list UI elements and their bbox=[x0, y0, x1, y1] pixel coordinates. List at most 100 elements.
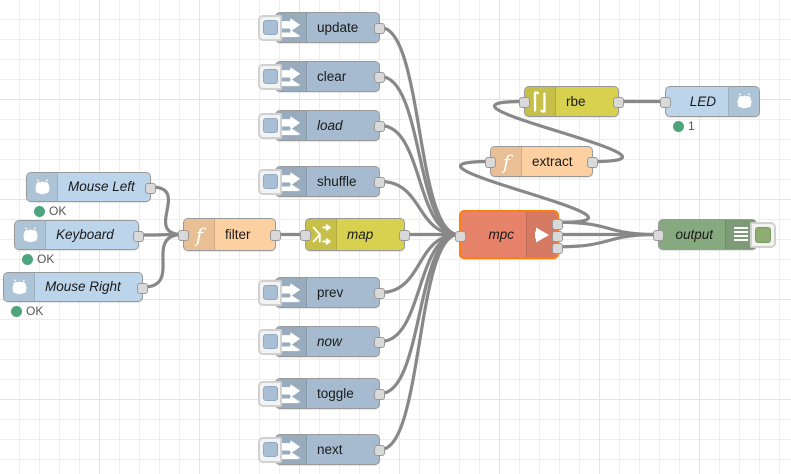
node-next[interactable]: next bbox=[258, 434, 385, 465]
node-body-rbe: rbe bbox=[556, 87, 618, 116]
input-port-extract[interactable] bbox=[485, 157, 496, 168]
node-shuffle[interactable]: shuffle bbox=[258, 166, 385, 197]
node-label-output: output bbox=[675, 226, 713, 242]
node-label-clear: clear bbox=[317, 68, 347, 84]
node-now[interactable]: now bbox=[258, 326, 385, 357]
svg-text:f: f bbox=[500, 151, 513, 173]
node-body-now: now bbox=[307, 327, 379, 356]
output-port-toggle-0[interactable] bbox=[374, 389, 385, 400]
output-port-clear-0[interactable] bbox=[374, 72, 385, 83]
node-body-prev: prev bbox=[307, 278, 379, 307]
node-load[interactable]: load bbox=[258, 110, 385, 141]
function-f-icon: f bbox=[184, 219, 215, 250]
node-update[interactable]: update bbox=[258, 12, 385, 43]
raspberry-pi-icon bbox=[4, 273, 35, 301]
wire-mpc-to-output bbox=[557, 232, 660, 249]
input-port-filter[interactable] bbox=[178, 230, 189, 241]
node-toggle[interactable]: toggle bbox=[258, 378, 385, 409]
output-port-shuffle-0[interactable] bbox=[374, 177, 385, 188]
node-mouse-left[interactable]: Mouse Left bbox=[26, 172, 156, 202]
status-badge-mouse-left: OK bbox=[34, 204, 66, 218]
output-port-mouse-left-0[interactable] bbox=[145, 182, 156, 194]
inject-button-update[interactable] bbox=[258, 14, 282, 41]
function-f-icon: f bbox=[491, 147, 522, 176]
node-label-mouse-right: Mouse Right bbox=[45, 279, 121, 295]
inject-arrow-icon bbox=[276, 278, 307, 307]
input-port-output[interactable] bbox=[653, 230, 664, 241]
output-port-filter-0[interactable] bbox=[270, 230, 281, 241]
output-port-update-0[interactable] bbox=[374, 23, 385, 34]
node-label-toggle: toggle bbox=[317, 385, 354, 401]
output-port-keyboard-0[interactable] bbox=[133, 230, 144, 242]
status-dot-mouse-right bbox=[11, 305, 22, 317]
status-badge-keyboard: OK bbox=[22, 252, 54, 266]
output-port-prev-0[interactable] bbox=[374, 288, 385, 299]
output-port-rbe-0[interactable] bbox=[613, 97, 624, 108]
output-port-mpc-0[interactable] bbox=[552, 218, 563, 230]
inject-button-load[interactable] bbox=[258, 112, 282, 139]
output-port-mpc-1[interactable] bbox=[552, 231, 563, 242]
status-badge-led: 1 bbox=[673, 119, 695, 133]
node-label-mpc: mpc bbox=[488, 226, 514, 242]
input-port-led[interactable] bbox=[660, 97, 671, 108]
inject-button-toggle[interactable] bbox=[258, 380, 282, 407]
node-label-keyboard: Keyboard bbox=[56, 227, 114, 243]
node-label-shuffle: shuffle bbox=[317, 173, 357, 189]
wire-mpc-to-output bbox=[557, 220, 660, 237]
node-keyboard[interactable]: Keyboard bbox=[14, 220, 144, 250]
node-clear[interactable]: clear bbox=[258, 61, 385, 92]
node-body-toggle: toggle bbox=[307, 379, 379, 408]
status-text-keyboard: OK bbox=[37, 252, 55, 266]
output-port-map-0[interactable] bbox=[399, 230, 410, 241]
node-body-update: update bbox=[307, 13, 379, 42]
node-body-keyboard: Keyboard bbox=[46, 221, 138, 249]
input-port-map[interactable] bbox=[300, 230, 311, 241]
node-body-mouse-right: Mouse Right bbox=[35, 273, 142, 301]
wire-toggle-to-mpc bbox=[378, 232, 461, 396]
node-label-prev: prev bbox=[317, 284, 344, 300]
wire-mouse-left-to-filter bbox=[149, 185, 185, 237]
output-port-load-0[interactable] bbox=[374, 121, 385, 132]
node-body-map: map bbox=[337, 219, 404, 250]
node-label-mouse-left: Mouse Left bbox=[68, 179, 135, 195]
status-text-mouse-left: OK bbox=[49, 204, 67, 218]
svg-text:f: f bbox=[193, 224, 206, 246]
node-label-load: load bbox=[317, 117, 343, 133]
raspberry-pi-icon bbox=[15, 221, 46, 249]
input-port-rbe[interactable] bbox=[519, 97, 530, 108]
input-port-mpc[interactable] bbox=[455, 231, 466, 242]
node-prev[interactable]: prev bbox=[258, 277, 385, 308]
node-output[interactable]: output bbox=[653, 219, 776, 250]
status-text-led: 1 bbox=[688, 119, 695, 133]
inject-button-clear[interactable] bbox=[258, 63, 282, 90]
debug-button-output[interactable] bbox=[750, 221, 776, 248]
inject-button-shuffle[interactable] bbox=[258, 168, 282, 195]
inject-button-prev[interactable] bbox=[258, 279, 282, 306]
node-body-mpc: mpc bbox=[461, 212, 526, 257]
node-label-map: map bbox=[347, 226, 374, 242]
output-port-extract-0[interactable] bbox=[587, 157, 598, 168]
node-mpc[interactable]: mpc bbox=[455, 210, 563, 259]
node-label-now: now bbox=[317, 333, 342, 349]
node-led[interactable]: LED bbox=[660, 86, 760, 117]
status-dot-keyboard bbox=[22, 253, 33, 265]
output-port-mouse-right-0[interactable] bbox=[137, 282, 148, 294]
node-body-next: next bbox=[307, 435, 379, 464]
mpc-arrow-icon bbox=[526, 212, 557, 257]
wire-clear-to-mpc bbox=[378, 74, 461, 237]
status-text-mouse-right: OK bbox=[26, 304, 44, 318]
inject-button-now[interactable] bbox=[258, 328, 282, 355]
node-label-rbe: rbe bbox=[566, 93, 586, 109]
output-port-next-0[interactable] bbox=[374, 445, 385, 456]
node-map[interactable]: map bbox=[300, 218, 410, 251]
node-rbe[interactable]: rbe bbox=[519, 86, 624, 117]
output-port-now-0[interactable] bbox=[374, 337, 385, 348]
node-mouse-right[interactable]: Mouse Right bbox=[3, 272, 148, 302]
output-port-mpc-2[interactable] bbox=[552, 243, 563, 255]
inject-button-next[interactable] bbox=[258, 436, 282, 463]
node-body-shuffle: shuffle bbox=[307, 167, 379, 196]
status-badge-mouse-right: OK bbox=[11, 304, 43, 318]
